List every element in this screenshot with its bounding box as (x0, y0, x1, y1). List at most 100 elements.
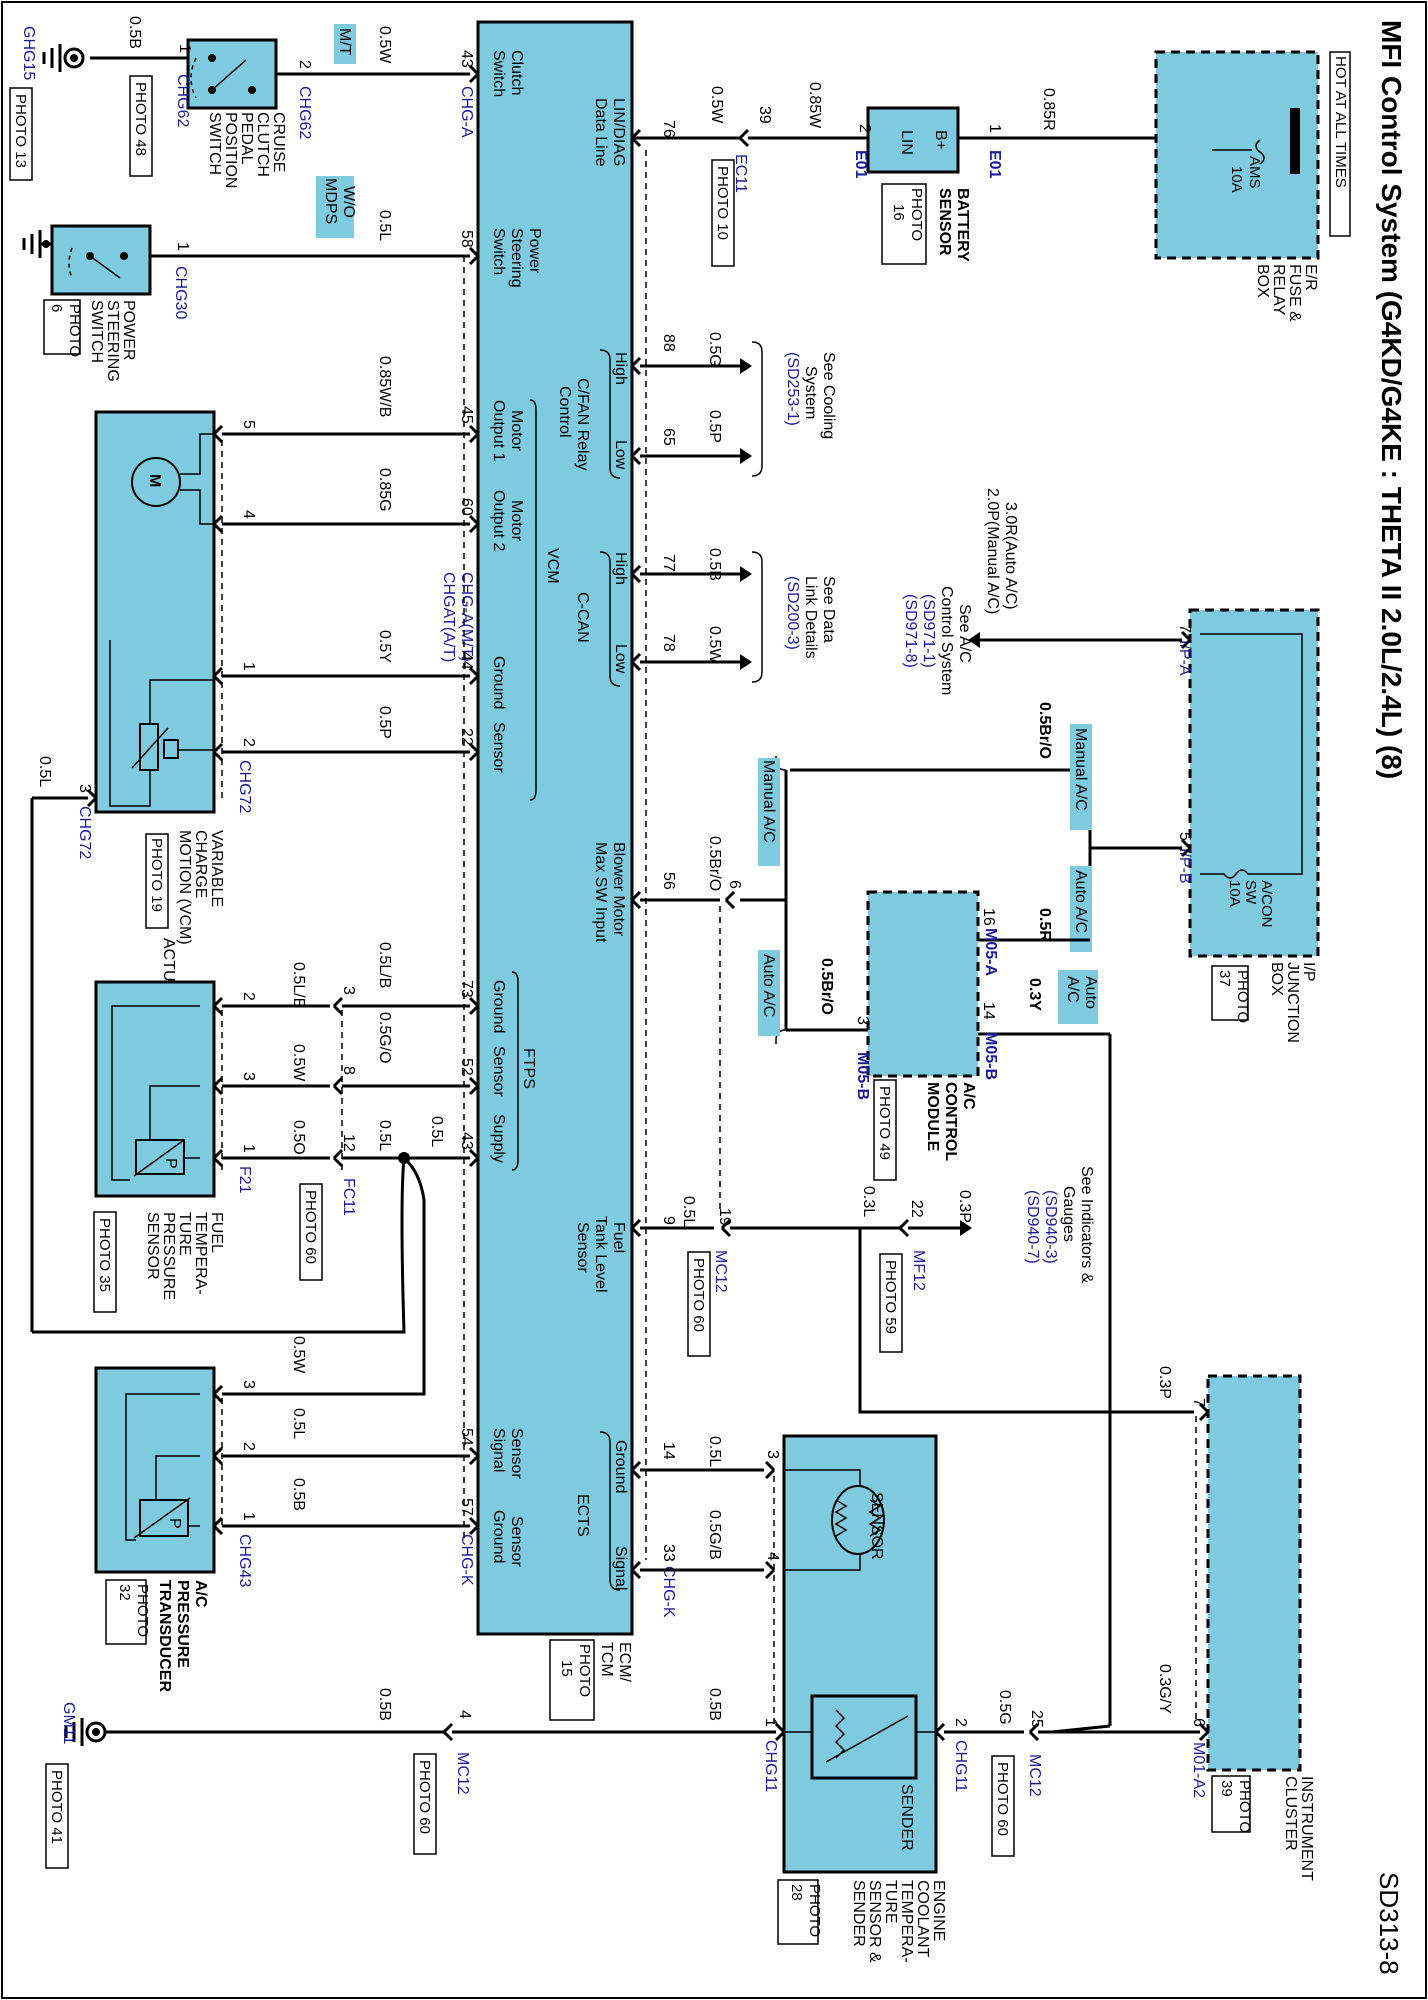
svg-text:MOTION (VCM): MOTION (VCM) (176, 830, 193, 945)
svg-text:M01-A2: M01-A2 (1190, 1742, 1207, 1798)
svg-text:0.5L: 0.5L (36, 756, 53, 787)
svg-text:0.5W: 0.5W (290, 1044, 307, 1082)
svg-text:TEMPERA-: TEMPERA- (192, 1212, 209, 1295)
svg-text:58: 58 (458, 230, 475, 248)
hot-label-box (1329, 51, 1351, 237)
svg-text:Fuel: Fuel (610, 1222, 627, 1253)
svg-text:RELAY: RELAY (1270, 264, 1287, 316)
svg-text:33: 33 (660, 1544, 677, 1562)
svg-text:Auto A/C: Auto A/C (760, 954, 777, 1017)
svg-text:22: 22 (908, 1200, 925, 1218)
svg-text:Switch: Switch (490, 50, 507, 97)
svg-text:6: 6 (1190, 1718, 1207, 1727)
svg-text:COOLANT: COOLANT (914, 1880, 931, 1958)
svg-text:88: 88 (660, 334, 677, 352)
svg-text:0.5B: 0.5B (126, 16, 143, 49)
svg-text:See Cooling: See Cooling (820, 352, 837, 439)
svg-text:ENGINE: ENGINE (930, 1880, 947, 1941)
svg-text:M/T: M/T (336, 28, 353, 56)
svg-text:5: 5 (240, 420, 257, 429)
svg-text:3: 3 (240, 1072, 257, 1081)
svg-text:0.5W: 0.5W (290, 1336, 307, 1374)
svg-text:MC12: MC12 (712, 1250, 729, 1293)
svg-text:POSITION: POSITION (222, 112, 239, 188)
svg-text:0.5L: 0.5L (376, 210, 393, 241)
svg-text:0.3Y: 0.3Y (1026, 978, 1043, 1011)
svg-text:BATTERY: BATTERY (954, 188, 971, 262)
svg-text:5: 5 (1176, 832, 1193, 841)
svg-text:See A/C: See A/C (956, 604, 973, 663)
svg-text:Ground: Ground (490, 1510, 507, 1563)
svg-text:1: 1 (762, 1718, 779, 1727)
svg-text:Output 1: Output 1 (490, 400, 507, 461)
battery-sensor: 0.85R 1 B+ LIN E01 E01 2 PHOTO 16 BATTER… (632, 82, 1156, 267)
svg-text:JUNCTION: JUNCTION (1284, 962, 1301, 1043)
svg-text:A/C: A/C (960, 1082, 977, 1110)
svg-text:I/P-B: I/P-B (1176, 848, 1193, 884)
svg-text:0.85R: 0.85R (1040, 88, 1057, 131)
svg-text:0.5L: 0.5L (376, 1120, 393, 1151)
svg-text:2: 2 (240, 992, 257, 1001)
svg-text:3: 3 (340, 986, 357, 995)
svg-text:Low: Low (612, 644, 629, 674)
svg-text:37: 37 (1216, 970, 1233, 987)
svg-text:PHOTO 41: PHOTO 41 (48, 1770, 65, 1844)
svg-text:0.5L/B: 0.5L/B (376, 942, 393, 988)
svg-text:Sensor: Sensor (490, 1046, 507, 1097)
page-id: SD313-8 (1374, 1872, 1404, 1975)
svg-text:4: 4 (764, 1552, 781, 1561)
svg-text:Switch: Switch (490, 228, 507, 275)
svg-text:(SD940-3): (SD940-3) (1042, 1190, 1059, 1264)
svg-text:FTPS: FTPS (520, 1048, 537, 1089)
svg-text:0.5P: 0.5P (706, 410, 723, 443)
svg-text:BOX: BOX (1268, 962, 1285, 996)
svg-text:0.3G/Y: 0.3G/Y (1156, 1664, 1173, 1714)
svg-text:SWITCH: SWITCH (88, 300, 105, 363)
svg-text:CHG30: CHG30 (172, 266, 189, 319)
svg-text:MC12: MC12 (1026, 1754, 1043, 1797)
svg-text:(SD971-8): (SD971-8) (902, 594, 919, 668)
instrument-cluster: 7 0.3P 6 M01-A2 0.3G/Y INSTRUMENT CLUSTE… (1052, 1366, 1315, 1881)
svg-text:Manual A/C: Manual A/C (1072, 728, 1089, 811)
svg-text:Tank Level: Tank Level (592, 1216, 609, 1293)
svg-text:CRUISE: CRUISE (270, 112, 287, 172)
svg-text:16: 16 (980, 908, 997, 926)
svg-text:SENSOR: SENSOR (144, 1212, 161, 1280)
svg-text:Ground: Ground (490, 980, 507, 1033)
svg-text:1: 1 (174, 242, 191, 251)
svg-text:Low: Low (612, 440, 629, 470)
svg-text:Ground: Ground (612, 1440, 629, 1493)
svg-text:(SD253-1): (SD253-1) (784, 352, 801, 426)
svg-text:6: 6 (726, 880, 743, 889)
svg-text:SENSOR: SENSOR (868, 1492, 885, 1560)
svg-text:M05-B: M05-B (854, 1052, 871, 1100)
svg-text:2: 2 (952, 1718, 969, 1727)
svg-text:ECTS: ECTS (574, 1494, 591, 1537)
svg-text:10A: 10A (1228, 166, 1245, 193)
svg-text:44: 44 (458, 652, 475, 670)
svg-text:Link Details: Link Details (802, 576, 819, 659)
svg-text:P: P (166, 1518, 183, 1529)
svg-text:4: 4 (456, 1710, 473, 1719)
svg-text:PHOTO 59: PHOTO 59 (882, 1260, 899, 1334)
svg-text:FC11: FC11 (340, 1178, 357, 1216)
svg-text:CHGAT(A/T): CHGAT(A/T) (440, 572, 457, 662)
svg-text:See Indicators &: See Indicators & (1078, 1166, 1095, 1284)
svg-text:PEDAL: PEDAL (238, 112, 255, 165)
svg-text:CHG62: CHG62 (296, 86, 313, 139)
svg-text:Sensor: Sensor (574, 1222, 591, 1273)
svg-text:PHOTO: PHOTO (1236, 1780, 1253, 1833)
svg-text:PHOTO: PHOTO (134, 1584, 151, 1637)
data-link-ref: 0.5B 0.5W See Data Link Details (SD200-3… (640, 548, 837, 683)
svg-text:0.3P: 0.3P (956, 1190, 973, 1223)
svg-text:6: 6 (48, 304, 65, 312)
svg-text:Sensor: Sensor (508, 1516, 525, 1567)
power-steering-switch: 0.5L W/O MDPS 1 CHG30 PHOTO 6 POWER STEE… (22, 176, 470, 382)
svg-text:3.0R(Auto A/C): 3.0R(Auto A/C) (1002, 502, 1019, 610)
svg-text:PHOTO 13: PHOTO 13 (12, 94, 29, 168)
svg-text:VARIABLE: VARIABLE (208, 830, 225, 907)
svg-text:Power: Power (526, 228, 543, 274)
svg-text:CHG43: CHG43 (236, 1534, 253, 1587)
svg-text:PHOTO 48: PHOTO 48 (132, 82, 149, 156)
svg-text:0.5Br/O: 0.5Br/O (818, 958, 835, 1015)
